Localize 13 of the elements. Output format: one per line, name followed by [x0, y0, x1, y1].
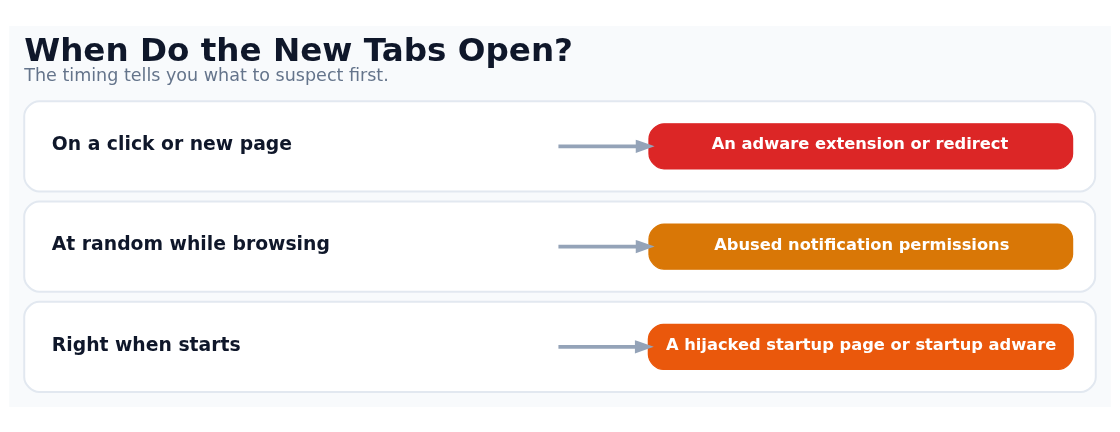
node-box: A hijacked startup page or startup adware — [647, 323, 1074, 370]
node-text: On a click or new page — [51, 132, 293, 154]
node-box: An adware extension or redirect — [648, 122, 1074, 169]
cluster — [23, 99, 1097, 192]
cluster — [23, 300, 1097, 393]
node-text: Right when starts — [51, 333, 241, 355]
arrow — [558, 139, 655, 153]
node-box: Abused notification permissions — [648, 222, 1074, 270]
arrow — [558, 339, 654, 353]
caption: The timing tells you what to suspect first. — [24, 64, 389, 85]
cluster — [23, 199, 1097, 293]
arrow — [558, 239, 655, 253]
node-text: At random while browsing — [51, 232, 330, 254]
